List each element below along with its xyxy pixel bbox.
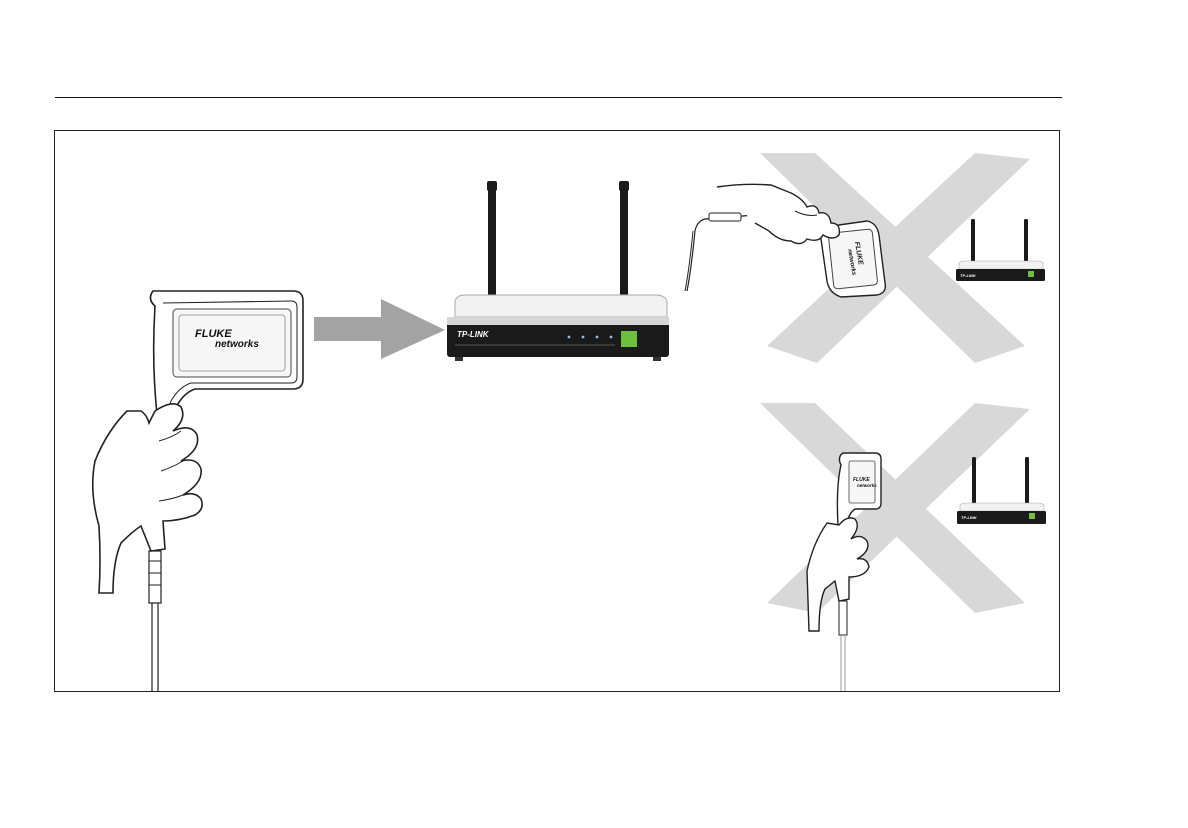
illustration-frame: FLUKE networks TP-LINK bbox=[54, 130, 1060, 692]
correct-router-brand: TP-LINK bbox=[457, 330, 490, 339]
wrong-top-cross-icon bbox=[760, 153, 1030, 363]
correct-analyzer-logo-line2: networks bbox=[215, 339, 259, 350]
correct-hand-icon bbox=[93, 404, 202, 593]
wrong-top-router: TP-LINK bbox=[956, 219, 1045, 281]
wrong-top-router-brand: TP-LINK bbox=[960, 273, 977, 278]
direction-arrow-icon bbox=[314, 299, 445, 359]
wrong-bottom-router: TP-LINK bbox=[957, 457, 1046, 524]
wrong-bottom-analyzer-logo-line2: networks bbox=[857, 483, 877, 488]
header-rule bbox=[55, 97, 1062, 98]
correct-router: TP-LINK bbox=[447, 181, 669, 361]
wrong-bottom-router-brand: TP-LINK bbox=[961, 515, 978, 520]
illustration-canvas: FLUKE networks TP-LINK bbox=[55, 131, 1060, 692]
